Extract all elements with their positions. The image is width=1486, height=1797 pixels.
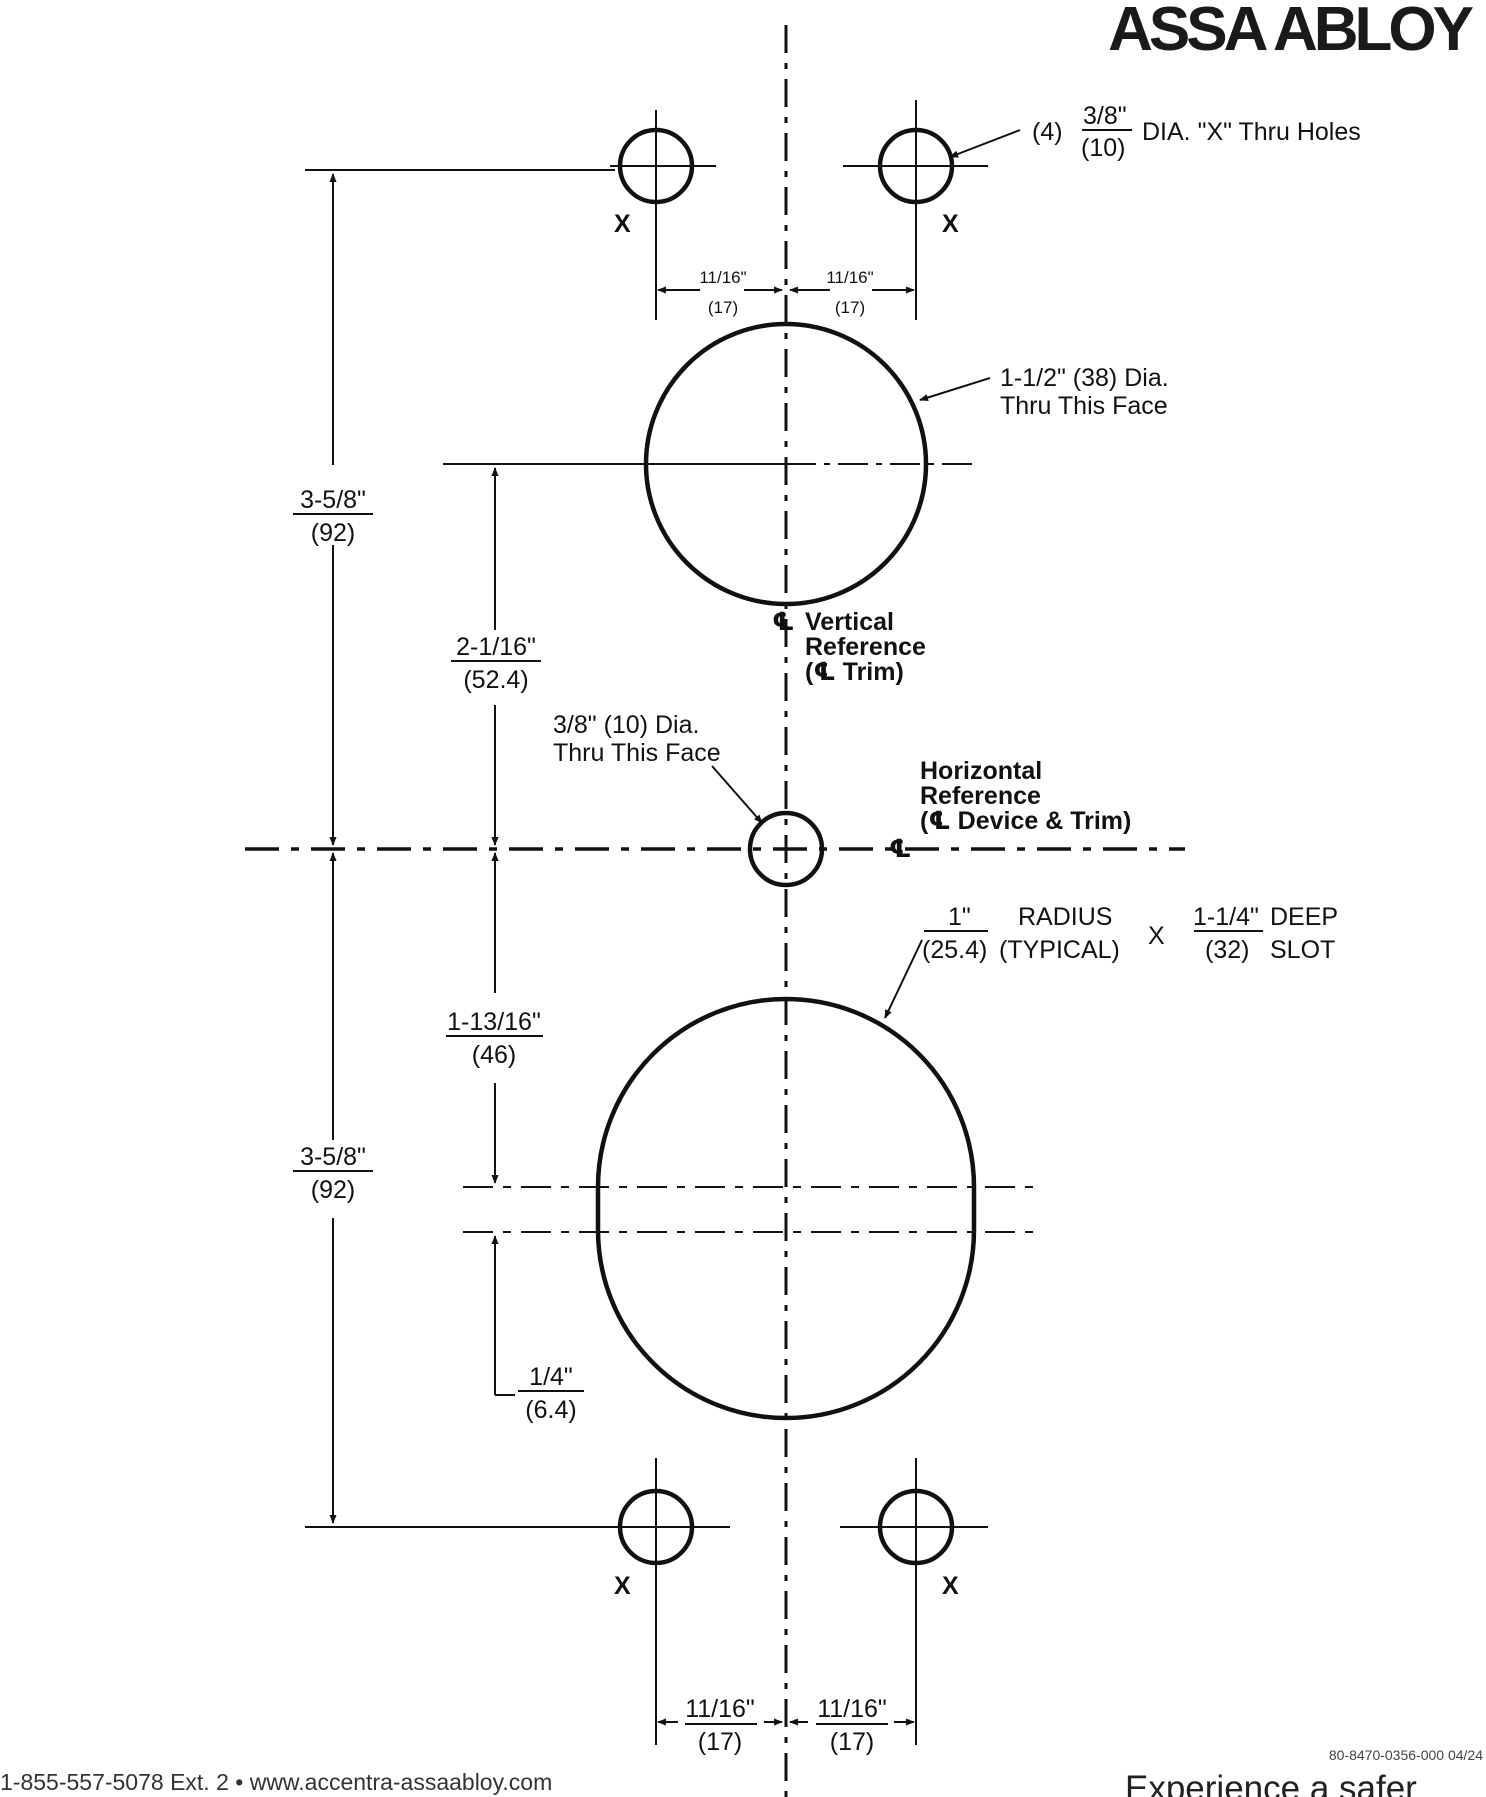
footer-tagline: Experience a safer (1125, 1769, 1417, 1797)
small-hole-label-line1: 3/8" (10) Dia. (553, 711, 699, 739)
slot-depth-top: 1-1/4" (1193, 903, 1259, 931)
upper-total-top: 3-5/8" (300, 486, 366, 514)
x-holes-leader (949, 129, 1021, 158)
bottom-right-x-hole (840, 1458, 988, 1590)
bottom-left-x-hole (582, 1458, 730, 1590)
top-right-spacing-top: 11/16" (826, 268, 873, 287)
vertical-ref-cl-symbol: ℄ (772, 608, 794, 636)
upper-bore-offset-top: 2-1/16" (456, 633, 536, 661)
x-marker-bottom-right: X (942, 1572, 959, 1600)
lower-total-bottom: (92) (311, 1176, 355, 1204)
x-marker-top-left: X (614, 210, 631, 238)
bottom-right-spacing-bottom: (17) (830, 1728, 874, 1756)
slot-radius-leader (884, 939, 923, 1019)
footer-contact: 1-855-557-5078 Ext. 2 • www.accentra-ass… (0, 1769, 552, 1795)
horizontal-ref-line2: Reference (920, 782, 1041, 810)
vertical-ref-line1: Vertical (805, 608, 894, 636)
bottom-left-spacing-bottom: (17) (698, 1728, 742, 1756)
x-holes-count: (4) (1032, 118, 1063, 146)
slot-width-bottom: (6.4) (525, 1396, 576, 1424)
slot-slot-word: SLOT (1270, 936, 1335, 964)
x-holes-frac-top: 3/8" (1083, 102, 1127, 130)
upper-bore-label-line2: Thru This Face (1000, 392, 1168, 420)
vertical-ref-line2: Reference (805, 633, 926, 661)
upper-bore-label-line1: 1-1/2" (38) Dia. (1000, 364, 1169, 392)
horizontal-ref-line3: (℄ Device & Trim) (920, 807, 1131, 835)
x-holes-frac-bottom: (10) (1081, 134, 1125, 162)
x-marker-bottom-left: X (614, 1572, 631, 1600)
lower-slot-outline (595, 996, 977, 1421)
slot-width-dimension (491, 1235, 515, 1396)
slot-radius-top: 1" (948, 903, 971, 931)
vertical-ref-line3: (℄ Trim) (805, 658, 904, 686)
bottom-left-spacing-top: 11/16" (685, 1695, 755, 1723)
top-right-x-hole (843, 100, 988, 232)
top-right-spacing-bottom: (17) (835, 298, 865, 317)
top-left-spacing-top: 11/16" (699, 268, 746, 287)
slot-radius-bottom: (25.4) (922, 936, 987, 964)
slot-width-top: 1/4" (529, 1363, 573, 1391)
slot-depth-bottom: (32) (1205, 936, 1249, 964)
horizontal-ref-line1: Horizontal (920, 757, 1042, 785)
upper-bore-leader (919, 377, 991, 402)
top-left-spacing-bottom: (17) (708, 298, 738, 317)
x-marker-top-right: X (942, 210, 959, 238)
lower-slot-offset-bottom: (46) (472, 1041, 516, 1069)
top-left-x-hole (610, 110, 716, 232)
slot-radius-word: RADIUS (1018, 903, 1112, 931)
top-spacing-dimension (655, 232, 917, 320)
horizontal-ref-cl-symbol: ℄ (889, 835, 911, 863)
bottom-right-spacing-top: 11/16" (817, 1695, 887, 1723)
lower-slot-offset-top: 1-13/16" (447, 1008, 541, 1036)
bottom-spacing-dimension (655, 1590, 917, 1745)
upper-bore-offset-bottom: (52.4) (463, 666, 528, 694)
footer-doc-number: 80-8470-0356-000 04/24 (1329, 1747, 1483, 1763)
slot-typical: (TYPICAL) (999, 936, 1120, 964)
lower-total-top: 3-5/8" (300, 1143, 366, 1171)
small-center-hole (747, 810, 825, 888)
slot-deep-word: DEEP (1270, 903, 1338, 931)
x-holes-description: DIA. "X" Thru Holes (1142, 118, 1361, 146)
small-hole-leader (711, 765, 763, 824)
upper-total-bottom: (92) (311, 519, 355, 547)
small-hole-label-line2: Thru This Face (553, 739, 721, 767)
slot-x: X (1148, 922, 1165, 950)
brand-logo: ASSA ABLOY (1108, 0, 1474, 64)
